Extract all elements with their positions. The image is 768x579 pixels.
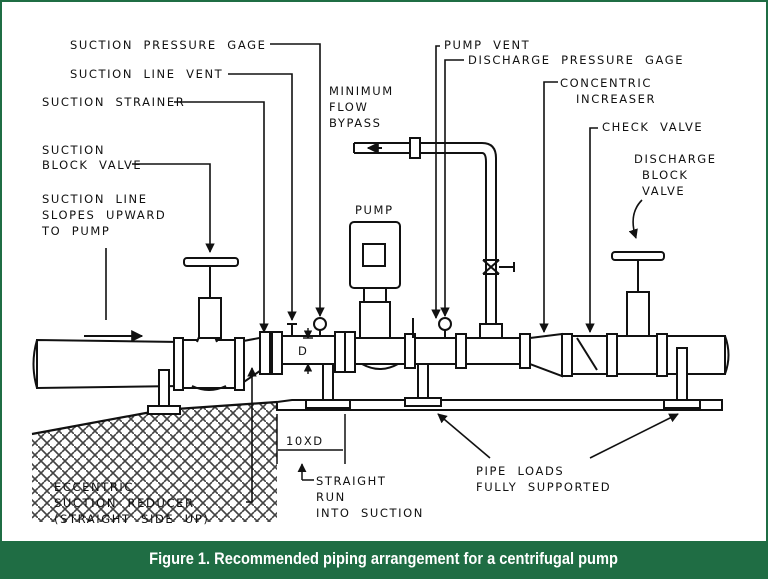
label-minimum-flow-3: BYPASS bbox=[329, 116, 382, 130]
suction-block-valve bbox=[183, 257, 239, 391]
label-discharge-block-2: BLOCK bbox=[642, 168, 689, 182]
support-slab bbox=[276, 399, 723, 411]
label-pipe-loads-2: FULLY SUPPORTED bbox=[476, 480, 612, 494]
figure-caption: Figure 1. Recommended piping arrangement… bbox=[149, 549, 619, 568]
label-suction-slope-1: SUCTION LINE bbox=[42, 192, 148, 206]
label-pipe-loads-1: PIPE LOADS bbox=[476, 464, 565, 478]
label-discharge-block-3: VALVE bbox=[642, 184, 686, 198]
pipe-supports bbox=[147, 347, 701, 415]
label-check-valve: CHECK VALVE bbox=[602, 120, 704, 134]
label-straight-run-3: INTO SUCTION bbox=[316, 506, 424, 520]
label-discharge-pressure-gage: DISCHARGE PRESSURE GAGE bbox=[468, 53, 685, 67]
label-eccentric-1: ECCENTRIC bbox=[54, 480, 135, 494]
label-concentric-1: CONCENTRIC bbox=[560, 76, 653, 90]
label-10xd: 10XD bbox=[286, 434, 324, 448]
label-concentric-2: INCREASER bbox=[576, 92, 657, 106]
label-pump-vent: PUMP VENT bbox=[444, 38, 531, 52]
piping-diagram bbox=[31, 43, 730, 522]
bypass-line bbox=[353, 137, 515, 339]
label-eccentric-2: SUCTION REDUCER bbox=[54, 496, 195, 510]
caption-bar: Figure 1. Recommended piping arrangement… bbox=[2, 541, 766, 577]
label-minimum-flow-2: FLOW bbox=[329, 100, 369, 114]
gauges-vents bbox=[287, 317, 452, 338]
label-suction-block-valve-1: SUCTION bbox=[42, 143, 106, 157]
label-suction-line-vent: SUCTION LINE VENT bbox=[70, 67, 224, 81]
label-suction-block-valve-2: BLOCK VALVE bbox=[42, 158, 143, 172]
label-discharge-block-1: DISCHARGE bbox=[634, 152, 717, 166]
label-suction-slope-3: TO PUMP bbox=[42, 224, 111, 238]
label-straight-run-2: RUN bbox=[316, 490, 346, 504]
discharge-pipe bbox=[414, 332, 730, 378]
label-suction-slope-2: SLOPES UPWARD bbox=[42, 208, 167, 222]
label-diameter-d: D bbox=[298, 344, 309, 358]
pump-body bbox=[349, 221, 406, 370]
label-pump: PUMP bbox=[355, 203, 394, 217]
label-suction-pressure-gage: SUCTION PRESSURE GAGE bbox=[70, 38, 267, 52]
label-eccentric-3: (STRAIGHT SIDE UP) bbox=[54, 512, 210, 526]
dimension-d bbox=[303, 328, 313, 374]
dimension-10xd bbox=[276, 414, 346, 481]
label-suction-strainer: SUCTION STRAINER bbox=[42, 95, 186, 109]
discharge-block-valve bbox=[611, 251, 665, 375]
leader-lines bbox=[105, 43, 679, 503]
label-minimum-flow-1: MINIMUM bbox=[329, 84, 394, 98]
label-straight-run-1: STRAIGHT bbox=[316, 474, 387, 488]
